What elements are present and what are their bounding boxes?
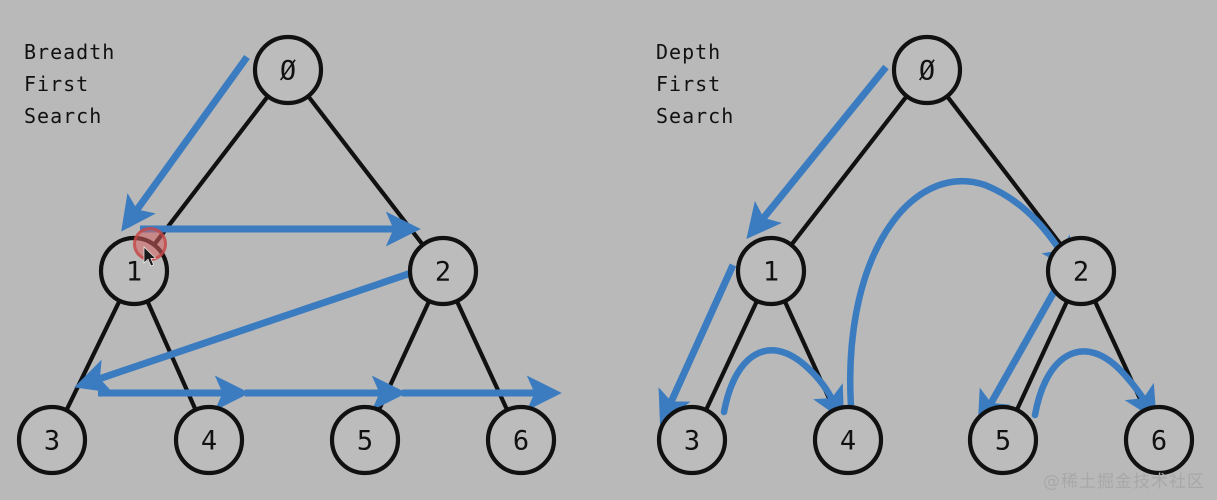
node-circle-left-2[interactable] bbox=[407, 235, 479, 307]
node-label-right-3: 3 bbox=[684, 426, 700, 457]
tree-edge-left-0-1 bbox=[151, 94, 271, 247]
node-circle-left-6[interactable] bbox=[485, 404, 557, 476]
graph-node-left-5[interactable]: 5 bbox=[329, 404, 401, 476]
node-circle-left-4[interactable] bbox=[173, 404, 245, 476]
node-circle-right-2[interactable] bbox=[1045, 235, 1117, 307]
tree-edge-right-0-1 bbox=[789, 93, 909, 248]
bfs-panel-label: Breadth First Search bbox=[24, 40, 116, 128]
left-arrow-0-to-1 bbox=[121, 54, 250, 232]
graph-node-right-2[interactable]: 2 bbox=[1045, 235, 1117, 307]
node-circle-right-0[interactable] bbox=[891, 34, 963, 106]
node-label-right-4: 4 bbox=[840, 426, 856, 457]
graph-node-left-4[interactable]: 4 bbox=[173, 404, 245, 476]
node-label-left-1: 1 bbox=[126, 257, 142, 288]
graph-node-right-1[interactable]: 1 bbox=[735, 235, 807, 307]
graph-node-left-3[interactable]: 3 bbox=[16, 404, 88, 476]
node-circle-right-1[interactable] bbox=[735, 235, 807, 307]
node-circle-left-5[interactable] bbox=[329, 404, 401, 476]
tree-edges-group bbox=[64, 93, 1148, 413]
graph-node-right-5[interactable]: 5 bbox=[967, 404, 1039, 476]
right-arrow-0-to-1 bbox=[746, 64, 889, 240]
node-label-right-5: 5 bbox=[995, 426, 1011, 457]
tree-edge-right-0-2 bbox=[944, 94, 1064, 247]
graph-node-left-2[interactable]: 2 bbox=[407, 235, 479, 307]
graph-node-left-1[interactable]: 1 bbox=[98, 235, 170, 307]
node-circle-left-3[interactable] bbox=[16, 404, 88, 476]
node-circle-right-3[interactable] bbox=[656, 404, 728, 476]
node-label-left-5: 5 bbox=[357, 426, 373, 457]
traversal-arrows-group bbox=[74, 54, 1157, 427]
tree-nodes-group: Ø 1 2 3 4 5 6 Ø 1 2 3 4 5 6 bbox=[16, 34, 1195, 476]
node-label-right-6: 6 bbox=[1151, 426, 1167, 457]
node-circle-left-0[interactable] bbox=[252, 34, 324, 106]
right-arrow-1-to-3 bbox=[658, 263, 737, 427]
tree-edge-right-2-5 bbox=[1014, 298, 1070, 413]
right-arrow-5-to-6 bbox=[1031, 348, 1157, 421]
right-arrow-2-to-5 bbox=[977, 288, 1059, 427]
right-arrow-3-to-4 bbox=[720, 347, 845, 421]
node-circle-right-6[interactable] bbox=[1123, 404, 1195, 476]
graph-node-right-4[interactable]: 4 bbox=[812, 404, 884, 476]
node-label-left-2: 2 bbox=[435, 257, 451, 288]
tree-edge-left-0-2 bbox=[306, 94, 425, 247]
tree-edge-right-1-3 bbox=[703, 298, 760, 413]
node-circle-right-4[interactable] bbox=[812, 404, 884, 476]
watermark-text: @稀土掘金技术社区 bbox=[1043, 472, 1205, 492]
node-circle-right-5[interactable] bbox=[967, 404, 1039, 476]
right-arrow-4-to-2 bbox=[847, 177, 1075, 424]
node-label-left-3: 3 bbox=[44, 426, 60, 457]
left-arrow-2-to-3 bbox=[74, 266, 422, 393]
graph-node-right-0[interactable]: Ø bbox=[891, 34, 963, 106]
graph-node-left-0[interactable]: Ø bbox=[252, 34, 324, 106]
node-label-right-0: Ø bbox=[919, 56, 935, 87]
graph-node-right-6[interactable]: 6 bbox=[1123, 404, 1195, 476]
node-label-right-2: 2 bbox=[1073, 257, 1089, 288]
graph-node-right-3[interactable]: 3 bbox=[656, 404, 728, 476]
node-label-right-1: 1 bbox=[763, 257, 779, 288]
graph-node-left-6[interactable]: 6 bbox=[485, 404, 557, 476]
dfs-panel-label: Depth First Search bbox=[656, 40, 735, 128]
node-label-left-4: 4 bbox=[201, 426, 217, 457]
node-label-left-0: Ø bbox=[280, 56, 296, 87]
node-label-left-6: 6 bbox=[513, 426, 529, 457]
